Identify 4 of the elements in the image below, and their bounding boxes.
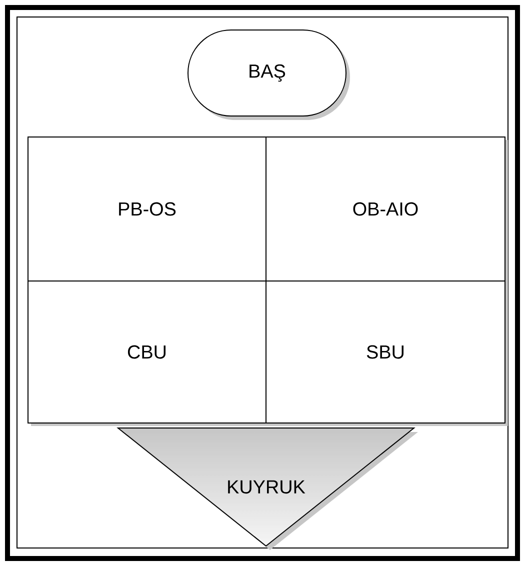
grid-cell: SBU <box>266 280 508 426</box>
terminal-box: BAŞ <box>188 30 350 120</box>
grid-cell: OB-AIO <box>266 136 508 284</box>
grid-cell: CBU <box>28 280 269 426</box>
